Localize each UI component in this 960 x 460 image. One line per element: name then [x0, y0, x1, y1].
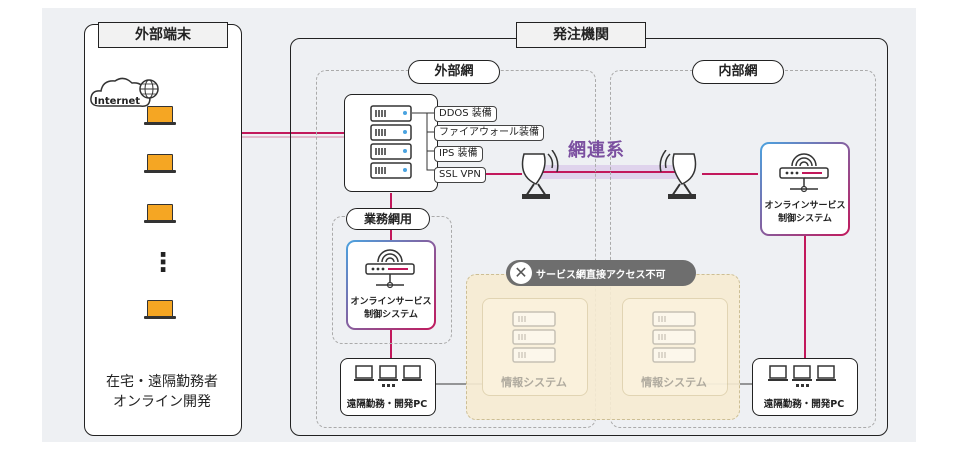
satellite-dish-right-icon — [658, 149, 698, 200]
internet-label: Internet — [94, 96, 141, 107]
router-icon — [774, 150, 834, 194]
remote-pc-label-external: 遠隔勤務・開発PC — [346, 399, 428, 410]
laptop-icon — [144, 154, 176, 173]
server-rack-icon — [370, 104, 412, 184]
ips-label: IPS 装備 — [434, 146, 483, 162]
remote-pc-label-internal: 遠隔勤務・開発PC — [763, 399, 845, 410]
firewall-label: ファイアウォール装備 — [434, 125, 544, 141]
agency-title: 発注機関 — [516, 22, 646, 48]
online-service-line1: オンラインサービス — [764, 201, 846, 211]
network-link-label: 網連系 — [568, 140, 625, 161]
router-icon — [360, 246, 420, 290]
info-system-box-2 — [622, 298, 728, 396]
external-caption: 在宅・遠隔勤務者 オンライン開発 — [86, 372, 238, 412]
online-service-line2: 制御システム — [364, 310, 418, 320]
globe-icon — [138, 78, 160, 100]
laptop-icon — [144, 300, 176, 319]
ddos-label: DDOS 装備 — [434, 106, 497, 122]
pc-group-icon — [354, 364, 424, 390]
online-service-line2: 制御システム — [778, 214, 832, 224]
online-service-line1: オンラインサービス — [350, 297, 432, 307]
external-net-label: 外部網 — [408, 60, 500, 84]
close-icon: ✕ — [510, 262, 532, 284]
satellite-dish-left-icon — [520, 149, 560, 200]
server-rack-icon — [652, 310, 696, 368]
restricted-zone — [466, 274, 740, 420]
pc-group-icon — [768, 364, 838, 390]
no-access-badge — [506, 260, 696, 286]
cloud-icon — [88, 72, 152, 110]
diagram-canvas: 外部端末 Internet ⋮ 在宅・遠隔勤務者 オンライン開発 発注機関 外部… — [42, 8, 916, 442]
internal-net-label: 内部網 — [692, 60, 784, 84]
server-rack-icon — [512, 310, 556, 368]
caption-line1: 在宅・遠隔勤務者 — [106, 374, 218, 390]
external-terminal-title: 外部端末 — [98, 22, 228, 48]
online-service-label-business: オンラインサービス 制御システム — [346, 296, 436, 322]
sslvpn-label: SSL VPN — [434, 167, 486, 183]
online-service-box-business — [346, 240, 436, 330]
business-net-label: 業務網用 — [346, 208, 430, 230]
laptop-icon — [144, 106, 176, 125]
laptop-icon — [144, 204, 176, 223]
online-service-label-internal: オンラインサービス 制御システム — [760, 200, 850, 226]
info-system-label-1: 情報システム — [501, 376, 567, 389]
info-system-label-2: 情報システム — [641, 376, 707, 389]
caption-line2: オンライン開発 — [113, 394, 211, 410]
more-dots: ⋮ — [150, 248, 176, 278]
info-system-box-1 — [482, 298, 588, 396]
no-access-text: サービス網直接アクセス不可 — [536, 270, 666, 281]
